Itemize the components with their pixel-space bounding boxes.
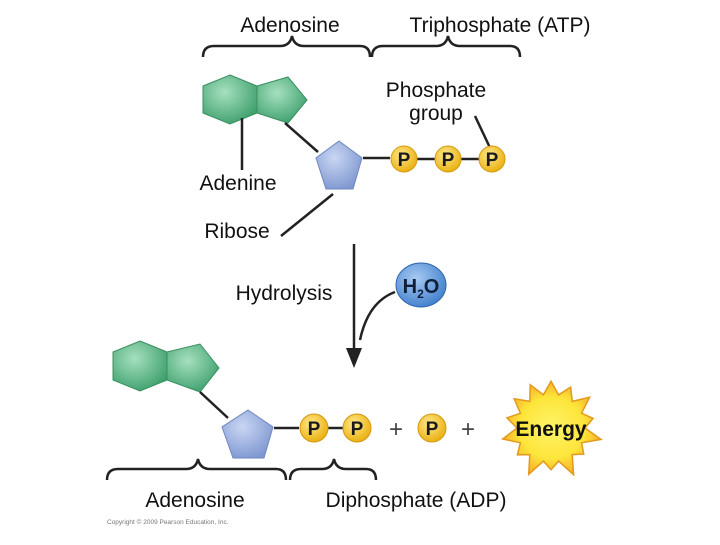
water-subscript: 2 (417, 287, 424, 301)
adenosine-brace-top (201, 35, 372, 58)
hydrolysis-label: Hydrolysis (236, 282, 333, 305)
phosphate-2-top-symbol: P (442, 150, 455, 171)
phosphate-2-top: P (434, 145, 462, 173)
phosphate-1-bottom: P (299, 413, 329, 443)
adenosine-brace-bottom (105, 458, 288, 481)
triphosphate-label: Triphosphate (ATP) (410, 14, 591, 37)
phosphate-1-top: P (390, 145, 418, 173)
water-molecule: H2O (395, 262, 447, 308)
phosphate-3-top: P (478, 145, 506, 173)
phosphate-2-bottom: P (342, 413, 372, 443)
phosphate-3-top-symbol: P (486, 150, 499, 171)
ribose-pentagon-top (315, 140, 363, 190)
phosphate-1-bottom-symbol: P (308, 419, 321, 440)
water-h-symbol: H (403, 276, 417, 298)
free-phosphate: P (417, 413, 447, 443)
adenine-hexagon-bottom (112, 340, 168, 392)
diphosphate-label: Diphosphate (ADP) (326, 489, 507, 512)
phosphate-1-top-symbol: P (398, 150, 411, 171)
ribose-pentagon-bottom (221, 409, 274, 459)
energy-label: Energy (515, 418, 587, 441)
adenosine-label-top: Adenosine (240, 14, 339, 37)
hydrolysis-arrowhead (346, 348, 362, 368)
phosphate-2-bottom-symbol: P (351, 419, 364, 440)
adenosine-label-bottom: Adenosine (145, 489, 244, 512)
diphosphate-brace (288, 458, 378, 481)
adenine-ribose-bond-bottom (199, 391, 229, 419)
energy-burst: Energy (500, 379, 603, 477)
ribose-pointer (280, 193, 334, 237)
free-phosphate-symbol: P (426, 419, 439, 440)
adenine-label: Adenine (199, 172, 276, 195)
svg-text:H2O: H2O (403, 276, 440, 301)
plus-sign-1: + (389, 416, 403, 443)
adenine-hexagon-top (202, 74, 258, 125)
phosphate-group-label-line2: group (409, 102, 463, 125)
phosphate-group-label-line1: Phosphate (386, 79, 486, 102)
adenine-ribose-bond-top (284, 122, 319, 153)
energy-starburst-shape (500, 379, 603, 477)
ribose-label: Ribose (204, 220, 269, 243)
triphosphate-brace (370, 35, 522, 58)
adenine-pentagon-top (256, 76, 308, 124)
adenine-pentagon-bottom (166, 343, 220, 393)
copyright-notice: Copyright © 2009 Pearson Education, Inc. (107, 518, 229, 526)
water-input-arrow (358, 290, 396, 341)
plus-sign-2: + (461, 416, 475, 443)
water-o-symbol: O (424, 276, 440, 298)
